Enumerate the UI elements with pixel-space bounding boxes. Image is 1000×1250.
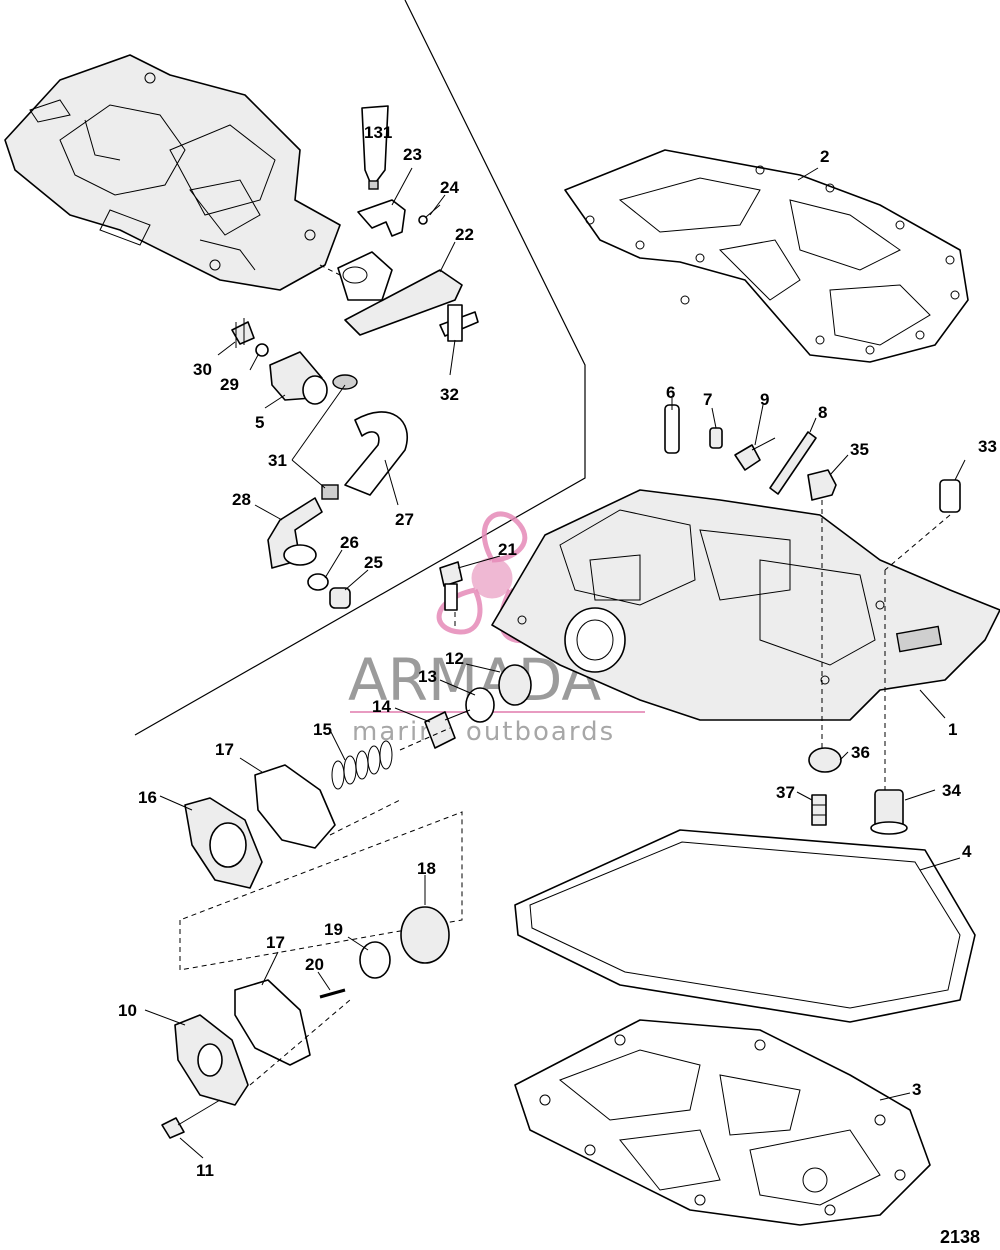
callout-8: 8 <box>818 403 827 422</box>
sealant-tube-label: 131 <box>364 123 392 142</box>
callout-12: 12 <box>445 649 464 668</box>
callout-30: 30 <box>193 360 212 379</box>
part-5-fitting <box>269 351 328 405</box>
callout-4: 4 <box>962 842 972 861</box>
part-6-dowel <box>664 404 680 454</box>
callout-25: 25 <box>364 553 383 572</box>
callout-29: 29 <box>220 375 239 394</box>
callout-19: 19 <box>324 920 343 939</box>
part-26-washer <box>307 573 329 591</box>
callout-26: 26 <box>340 533 359 552</box>
part-3-lower-gasket <box>514 1019 931 1226</box>
callout-24: 24 <box>440 178 459 197</box>
callout-6: 6 <box>666 383 675 402</box>
figure-number: 2138 <box>940 1227 980 1247</box>
callout-31: 31 <box>268 451 287 470</box>
inset-adaptor-plate <box>4 54 341 291</box>
part-30-valve <box>231 318 255 348</box>
part-12-seal <box>498 664 532 706</box>
callout-32: 32 <box>440 385 459 404</box>
part-8-stud <box>769 431 817 495</box>
kit-bracket <box>179 811 463 971</box>
part-2-upper-gasket <box>564 149 969 363</box>
callout-20: 20 <box>305 955 324 974</box>
callout-1: 1 <box>948 720 957 739</box>
part-29-washer <box>255 343 269 357</box>
callout-34: 34 <box>942 781 961 800</box>
callout-2: 2 <box>820 147 829 166</box>
alignment-lines <box>249 264 951 1086</box>
part-20-screw <box>319 988 346 999</box>
callout-33: 33 <box>978 437 997 456</box>
callout-5: 5 <box>255 413 264 432</box>
leader-lines <box>144 167 966 1159</box>
callout-23: 23 <box>403 145 422 164</box>
part-10-cover <box>174 1014 249 1106</box>
callout-labels: 1 2 3 4 5 6 7 8 9 10 11 12 13 14 15 16 1… <box>118 145 997 1180</box>
part-22-elbow <box>337 251 463 336</box>
part-1-adaptor-plate <box>491 489 1000 721</box>
part-24-screw <box>418 204 441 225</box>
part-17-gasket-lower <box>234 979 311 1066</box>
callout-17-upper: 17 <box>215 740 234 759</box>
inset-divider <box>134 0 586 736</box>
callout-36: 36 <box>851 743 870 762</box>
callout-3: 3 <box>912 1080 921 1099</box>
callout-9: 9 <box>760 390 769 409</box>
callout-15: 15 <box>313 720 332 739</box>
part-15-spring <box>331 740 393 790</box>
part-17-gasket-upper <box>254 764 336 849</box>
part-32-grommet <box>439 304 479 342</box>
sealant-tube: 131 <box>361 105 392 190</box>
callout-37: 37 <box>776 783 795 802</box>
part-36-grommet <box>808 747 842 773</box>
part-34-sleeve <box>870 789 908 835</box>
callout-7: 7 <box>703 390 712 409</box>
part-35-grommet <box>807 469 837 501</box>
part-25-cap <box>329 587 351 609</box>
part-23-bracket <box>357 199 406 237</box>
callout-22: 22 <box>455 225 474 244</box>
part-14-valve <box>424 709 471 749</box>
part-7-sleeve <box>709 427 723 449</box>
part-13-oring <box>465 687 495 723</box>
callout-35: 35 <box>850 440 869 459</box>
callout-13: 13 <box>418 667 437 686</box>
callout-16: 16 <box>138 788 157 807</box>
part-16-cover <box>184 797 263 889</box>
part-21-bolt <box>439 561 463 611</box>
part-33-sleeve <box>939 479 961 513</box>
callout-28: 28 <box>232 490 251 509</box>
callout-21: 21 <box>498 540 517 559</box>
part-4-seal <box>514 829 976 1023</box>
callout-17-lower: 17 <box>266 933 285 952</box>
callout-10: 10 <box>118 1001 137 1020</box>
part-31-clamps <box>321 374 358 500</box>
callout-11: 11 <box>196 1161 214 1180</box>
callout-18: 18 <box>417 859 436 878</box>
callout-27: 27 <box>395 510 414 529</box>
part-27-hose <box>344 411 408 496</box>
part-9-fitting <box>734 437 776 471</box>
part-18-diaphragm <box>400 906 450 964</box>
callout-14: 14 <box>372 697 391 716</box>
part-11-bolt <box>161 1099 221 1139</box>
part-37-fitting <box>811 794 827 826</box>
part-19-disc <box>359 941 391 979</box>
